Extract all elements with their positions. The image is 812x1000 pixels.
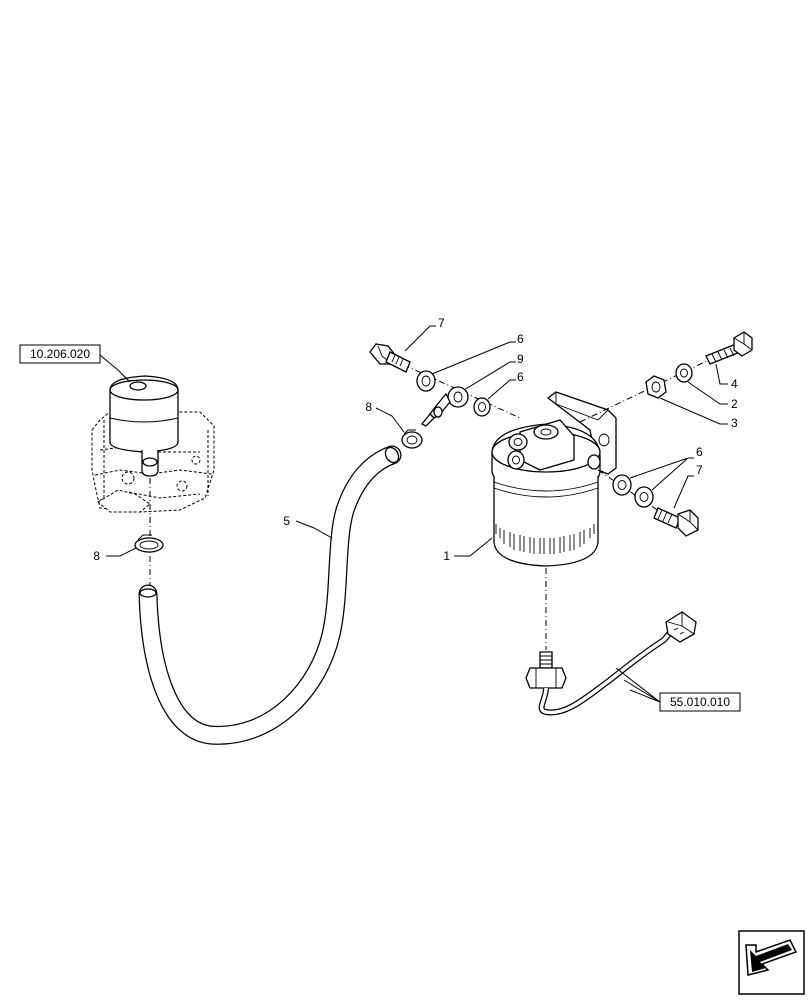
callout-8-left: 8 bbox=[93, 549, 100, 563]
callout-8-top-leader bbox=[375, 407, 405, 433]
sealing-washer-mid bbox=[473, 397, 491, 417]
fuel-hose bbox=[138, 445, 402, 745]
callout-9: 9 bbox=[517, 352, 524, 366]
callout-7-right: 7 bbox=[696, 463, 703, 477]
harness-reference-text: 55.010.010 bbox=[670, 695, 730, 709]
callout-5: 5 bbox=[283, 514, 290, 528]
callout-9-leader bbox=[463, 361, 516, 391]
callout-6-mid: 6 bbox=[517, 370, 524, 384]
water-sensor-harness bbox=[525, 611, 697, 716]
nut bbox=[645, 375, 667, 399]
harness-reference-label[interactable]: 55.010.010 bbox=[659, 692, 741, 712]
washer bbox=[675, 363, 693, 383]
callout-4: 4 bbox=[731, 377, 738, 391]
pump-reference-text: 10.206.020 bbox=[30, 347, 90, 361]
callout-6-top: 6 bbox=[517, 332, 524, 346]
callout-2-leader bbox=[687, 381, 728, 405]
banjo-fitting bbox=[420, 386, 469, 427]
callout-7-top-leader bbox=[404, 325, 436, 352]
callout-6-right-leader bbox=[629, 457, 694, 491]
callout-1: 1 bbox=[443, 549, 450, 563]
sealing-washer-right-1 bbox=[612, 474, 632, 496]
hose-clip-top bbox=[401, 429, 423, 449]
callout-6-right: 6 bbox=[696, 445, 703, 459]
callout-4-leader bbox=[715, 363, 728, 385]
banjo-bolt bbox=[369, 343, 411, 373]
callout-1-leader bbox=[454, 537, 493, 557]
callout-2: 2 bbox=[731, 397, 738, 411]
callout-8-left-leader bbox=[106, 547, 137, 557]
callout-6-mid-leader bbox=[487, 379, 516, 400]
callout-7-right-leader bbox=[673, 475, 694, 509]
bracket-bolt bbox=[705, 331, 753, 365]
lower-bolt bbox=[653, 507, 699, 537]
callout-3-leader bbox=[659, 397, 728, 425]
callout-6-top-leader bbox=[431, 341, 516, 375]
callout-5-leader bbox=[295, 520, 333, 539]
hose-clip-left bbox=[134, 534, 164, 553]
fuel-pump-phantom bbox=[91, 375, 215, 513]
harness-reference-leaders bbox=[615, 667, 661, 703]
sealing-washer-right-2 bbox=[634, 486, 654, 508]
callout-3: 3 bbox=[731, 416, 738, 430]
callout-7-top: 7 bbox=[438, 316, 445, 330]
pump-reference-leader bbox=[99, 354, 131, 383]
bracket-bolt-centerline bbox=[579, 343, 743, 423]
fuel-filter-assembly bbox=[491, 391, 617, 567]
callout-8-top: 8 bbox=[365, 400, 372, 414]
sealing-washer-top bbox=[416, 370, 436, 392]
next-page-arrow-icon[interactable] bbox=[738, 930, 805, 995]
pump-reference-label[interactable]: 10.206.020 bbox=[19, 344, 101, 364]
